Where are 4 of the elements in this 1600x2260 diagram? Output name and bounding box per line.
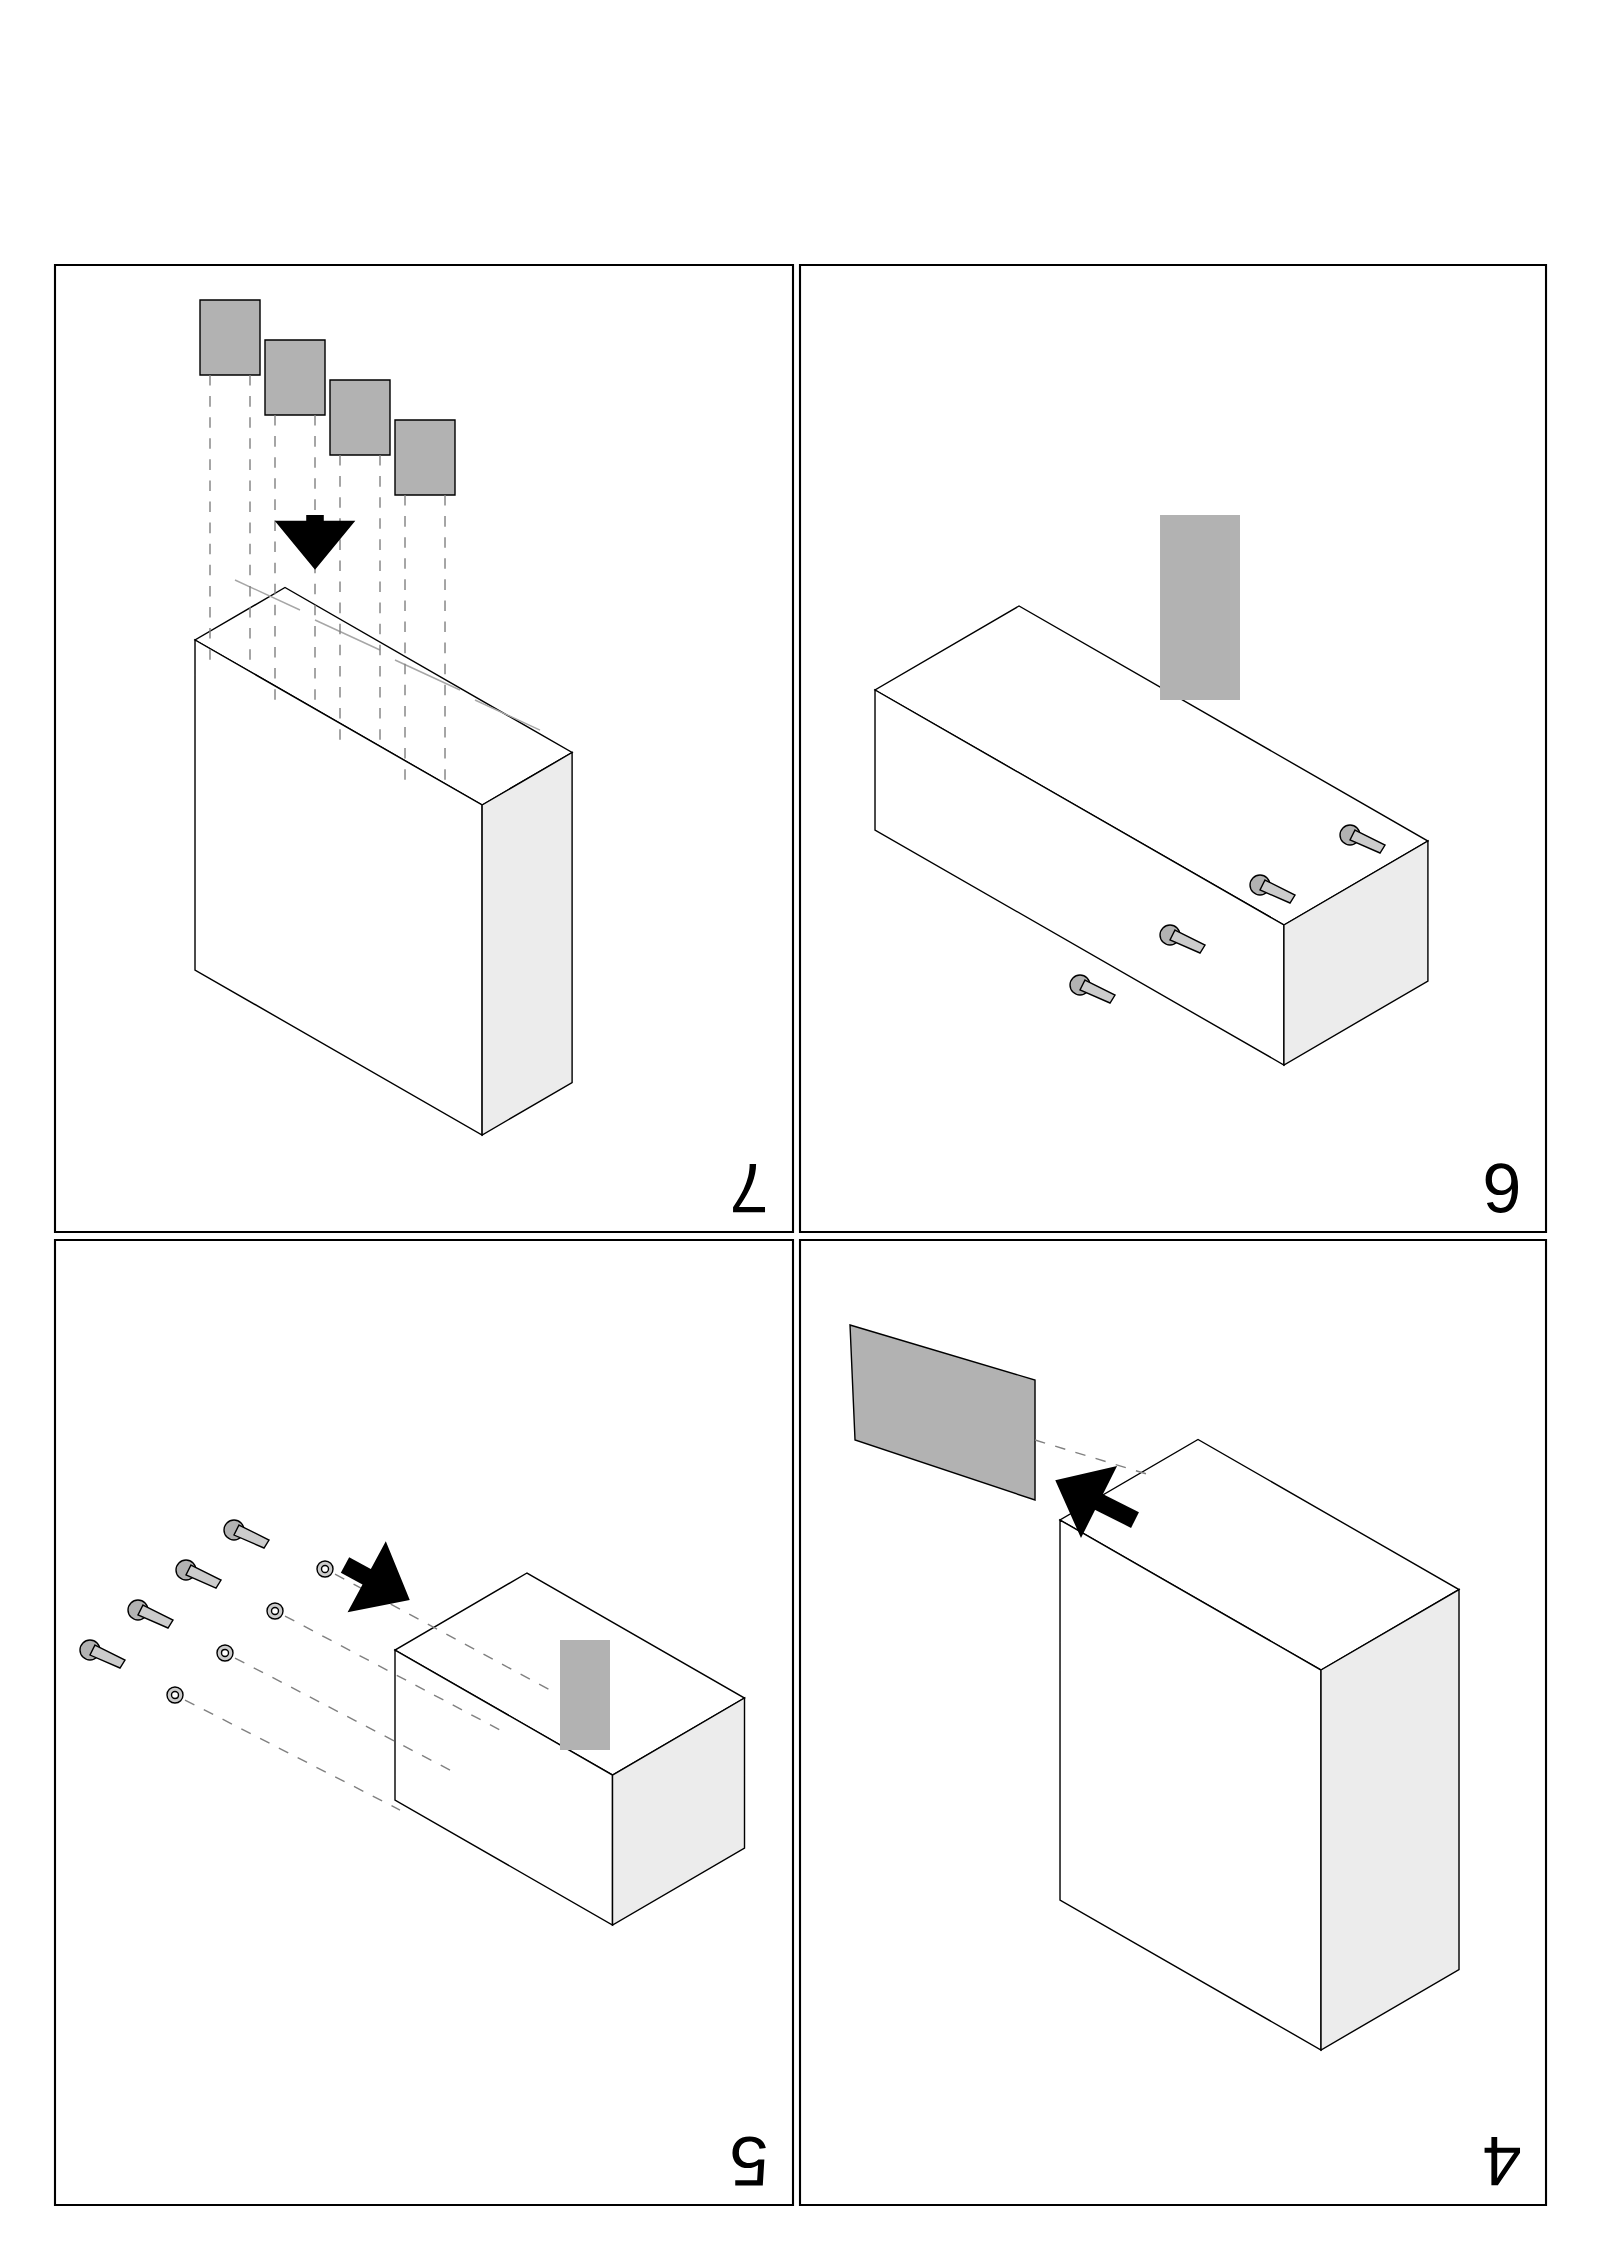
step-panel: 5 xyxy=(53,1238,795,2207)
step-panel: 6 xyxy=(798,263,1548,1234)
step-panel: 7 xyxy=(53,263,795,1234)
step-panel: 4 xyxy=(798,1238,1548,2207)
